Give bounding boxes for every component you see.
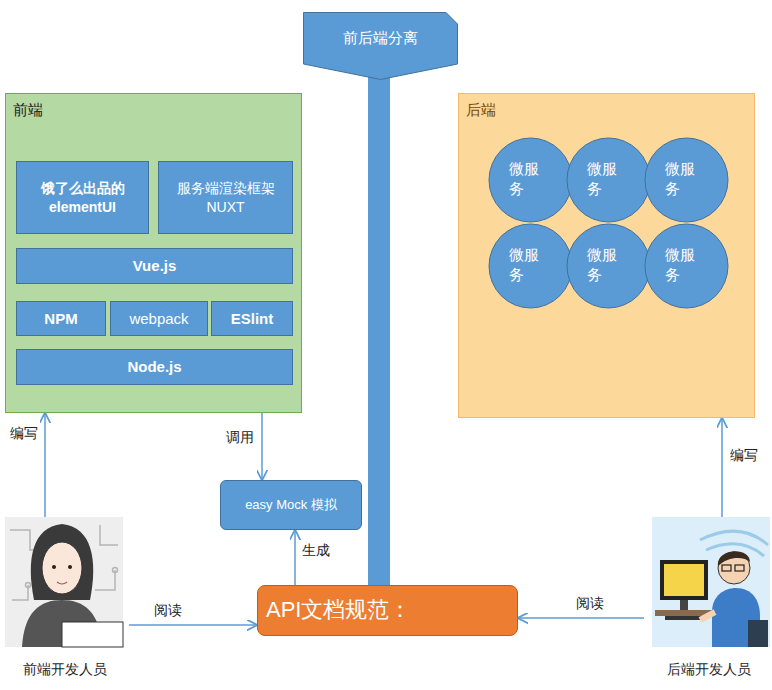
arrow-connector [44,413,46,517]
edge-label: 阅读 [574,594,606,612]
actor-name: 前端开发人员 [5,660,125,678]
service-circle: 微服务 [566,223,651,309]
arrow-connector [129,624,257,626]
node-label: 微服务 [665,159,709,198]
circle-shape [644,223,729,309]
backend-developer-figure [652,517,770,647]
node-label: API文档规范： [266,596,411,625]
process-box: easy Mock 模拟 [220,480,362,530]
arrow-connector [294,530,296,585]
node-label: Vue.js [133,256,177,276]
node-label: NPM [44,309,77,329]
node-label: ESlint [231,309,274,329]
panel-heading: 前端 [13,100,43,120]
title-banner: 前后端分离 [303,12,458,80]
service-circle: 微服务 [488,223,573,309]
service-circle: 微服务 [566,137,651,223]
node-label: 饿了么出品的 elementUI [25,179,140,215]
arrow-connector [261,413,263,480]
service-circle: 微服务 [488,137,573,223]
separation-bar [368,68,390,585]
process-box: API文档规范： [257,585,518,636]
circle-shape [566,223,651,309]
node-label: 微服务 [509,245,553,284]
actor-name: 后端开发人员 [648,660,770,678]
circle-shape [644,137,729,223]
group-panel: 前端饿了么出品的 elementUI 服务端渲染框架 NUXT Vue.jsNPM w… [5,93,302,413]
service-circle: 微服务 [644,223,729,309]
frontend-developer-figure [5,517,123,647]
edge-label: 调用 [224,428,256,446]
arrow-connector [721,418,723,517]
group-panel: 后端微服务微服务微服务微服务微服务微服务 [458,93,755,418]
circle-shape [488,137,573,223]
actor-figure: 前端开发人员 [5,517,125,687]
node-label: easy Mock 模拟 [245,497,337,514]
process-box: ESlint [211,301,293,336]
process-box: Node.js [16,349,293,385]
arrow-connector [518,617,644,619]
edge-label: 编写 [728,446,760,464]
node-label: 微服务 [509,159,553,198]
process-box: 饿了么出品的 elementUI [16,161,149,234]
circle-shape [488,223,573,309]
node-label: 微服务 [587,159,631,198]
node-label: 微服务 [587,245,631,284]
process-box: webpack [110,301,208,336]
process-box: NPM [16,301,106,336]
actor-figure: 后端开发人员 [648,517,770,687]
edge-label: 生成 [300,541,332,559]
panel-heading: 后端 [466,100,496,120]
process-box: 服务端渲染框架 NUXT [158,161,293,234]
node-label: 服务端渲染框架 NUXT [167,179,284,215]
circle-shape [566,137,651,223]
node-label: 微服务 [665,245,709,284]
node-label: 前后端分离 [303,28,458,48]
process-box: Vue.js [16,248,293,284]
edge-label: 编写 [8,424,40,442]
service-circle: 微服务 [644,137,729,223]
node-label: webpack [129,309,188,329]
node-label: Node.js [127,357,181,377]
edge-label: 阅读 [152,601,184,619]
